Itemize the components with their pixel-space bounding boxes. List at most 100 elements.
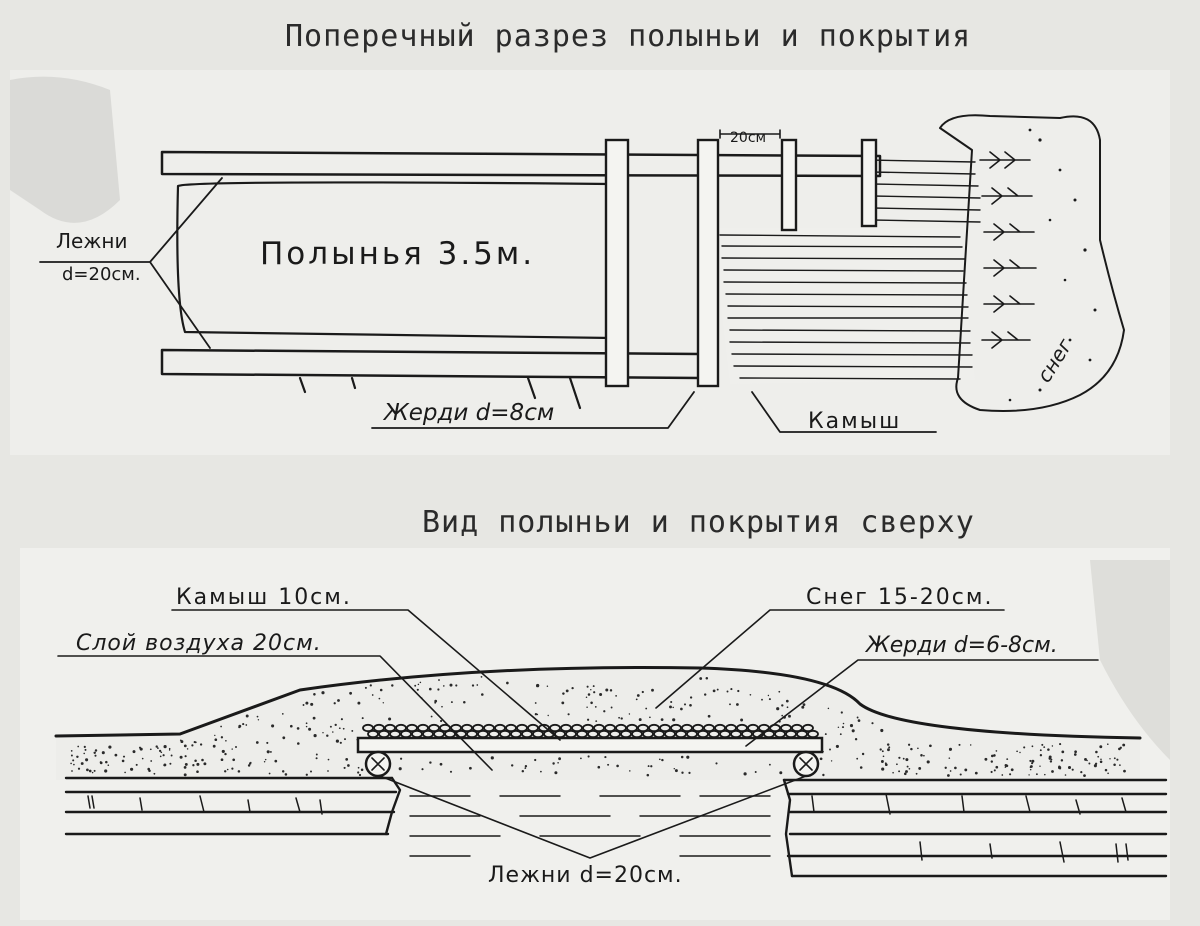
snow-dot <box>132 750 136 754</box>
snow-dot <box>990 760 993 763</box>
snow-dot <box>343 766 346 769</box>
snow-dot <box>1016 750 1018 753</box>
snow-dot <box>212 744 216 748</box>
snow-dot <box>269 750 272 753</box>
snow-dot <box>91 771 94 774</box>
snow-dot <box>238 726 241 729</box>
snow-dot <box>547 714 549 717</box>
snow-dot <box>1039 754 1043 757</box>
snow-dot <box>842 722 845 725</box>
snow-dot <box>349 691 353 695</box>
snow-dot <box>130 767 134 771</box>
snow-dot <box>224 752 227 756</box>
snow-dot <box>1064 774 1067 776</box>
snow-dot <box>335 739 339 743</box>
snow-dot <box>70 750 73 752</box>
snow-dot <box>948 747 953 751</box>
snow-dot <box>93 751 96 755</box>
snow-dot <box>1119 764 1121 766</box>
snow-dot <box>1084 757 1087 761</box>
snow-dot <box>1073 753 1077 756</box>
snow-dot <box>281 713 284 715</box>
snow-dot <box>1035 773 1038 776</box>
snow-dot <box>871 722 874 725</box>
reed-loop <box>472 723 484 733</box>
snow-dot <box>1104 768 1108 772</box>
snow-dot <box>620 717 623 720</box>
snow-dot <box>1088 762 1091 765</box>
snow-dot <box>84 748 87 751</box>
snow-dot <box>155 745 158 748</box>
snow-dot <box>704 693 707 696</box>
snow-dot <box>257 719 260 721</box>
snow-dot <box>880 760 884 763</box>
snow-dot <box>730 688 733 691</box>
snow-dot <box>305 725 308 728</box>
top-log <box>160 150 882 178</box>
snow-dot <box>592 685 595 688</box>
zherdi-label: Жерди d=8см <box>382 400 554 426</box>
snow-dot <box>203 762 207 766</box>
snow-dot <box>170 754 173 757</box>
snow-dot <box>1039 765 1041 767</box>
snow-dot <box>1067 765 1072 770</box>
snow-dot <box>586 718 590 721</box>
snow-dot <box>861 752 865 756</box>
snow-dot <box>1041 743 1044 746</box>
snow-dot <box>80 762 84 765</box>
snow-dot <box>184 755 187 758</box>
ink-drips <box>298 376 582 410</box>
snow-dot <box>595 720 598 722</box>
snow-dot <box>1060 759 1064 762</box>
snow-dot <box>1059 743 1062 746</box>
snow-dot <box>1080 771 1083 774</box>
snow-dot <box>881 750 884 753</box>
snow-dot <box>906 765 909 768</box>
pole <box>780 138 798 232</box>
snow-dot <box>379 688 383 692</box>
reed-loop <box>505 723 517 733</box>
snow-dot <box>610 706 613 709</box>
snow-dot <box>450 701 453 704</box>
snow-dot <box>302 704 305 706</box>
snow-dot <box>180 740 184 744</box>
snow-dot <box>689 703 692 707</box>
reed-loop <box>681 723 693 733</box>
snow-dot <box>907 743 911 746</box>
snow-dot <box>641 690 644 694</box>
snow-dot <box>1048 755 1052 759</box>
snow-dot <box>1029 759 1032 762</box>
snow-dot <box>271 724 275 728</box>
snow-dot <box>670 700 673 704</box>
snow-dot <box>201 758 204 762</box>
snow-dot <box>1083 774 1086 777</box>
snow-dot <box>247 764 251 767</box>
water-lines <box>409 795 771 857</box>
snow-dot <box>150 760 153 762</box>
snow-dot <box>561 701 565 705</box>
snow-dot <box>469 766 472 770</box>
snow-dot <box>991 754 994 758</box>
snow-dot <box>729 703 731 706</box>
snow-dot <box>920 754 923 757</box>
snow-dot <box>898 756 901 759</box>
snow-dot <box>255 741 259 744</box>
snow-dot <box>220 736 224 739</box>
snow-dot <box>880 728 884 733</box>
snow-dot <box>749 693 752 696</box>
snow-dot <box>107 764 110 766</box>
snow-dot <box>886 743 890 746</box>
snow-dot <box>162 754 165 757</box>
snow-dot <box>1047 748 1050 751</box>
snow-dot <box>915 772 918 775</box>
snow-dot <box>604 756 607 759</box>
snow-dot <box>339 741 342 744</box>
snow-dot <box>101 751 105 755</box>
snow-dot <box>268 772 271 775</box>
snow-dot <box>761 698 763 701</box>
snow-dot <box>737 689 740 693</box>
reed-loop <box>648 723 660 733</box>
snow-dot <box>1010 768 1014 772</box>
snow-dot <box>358 773 362 777</box>
